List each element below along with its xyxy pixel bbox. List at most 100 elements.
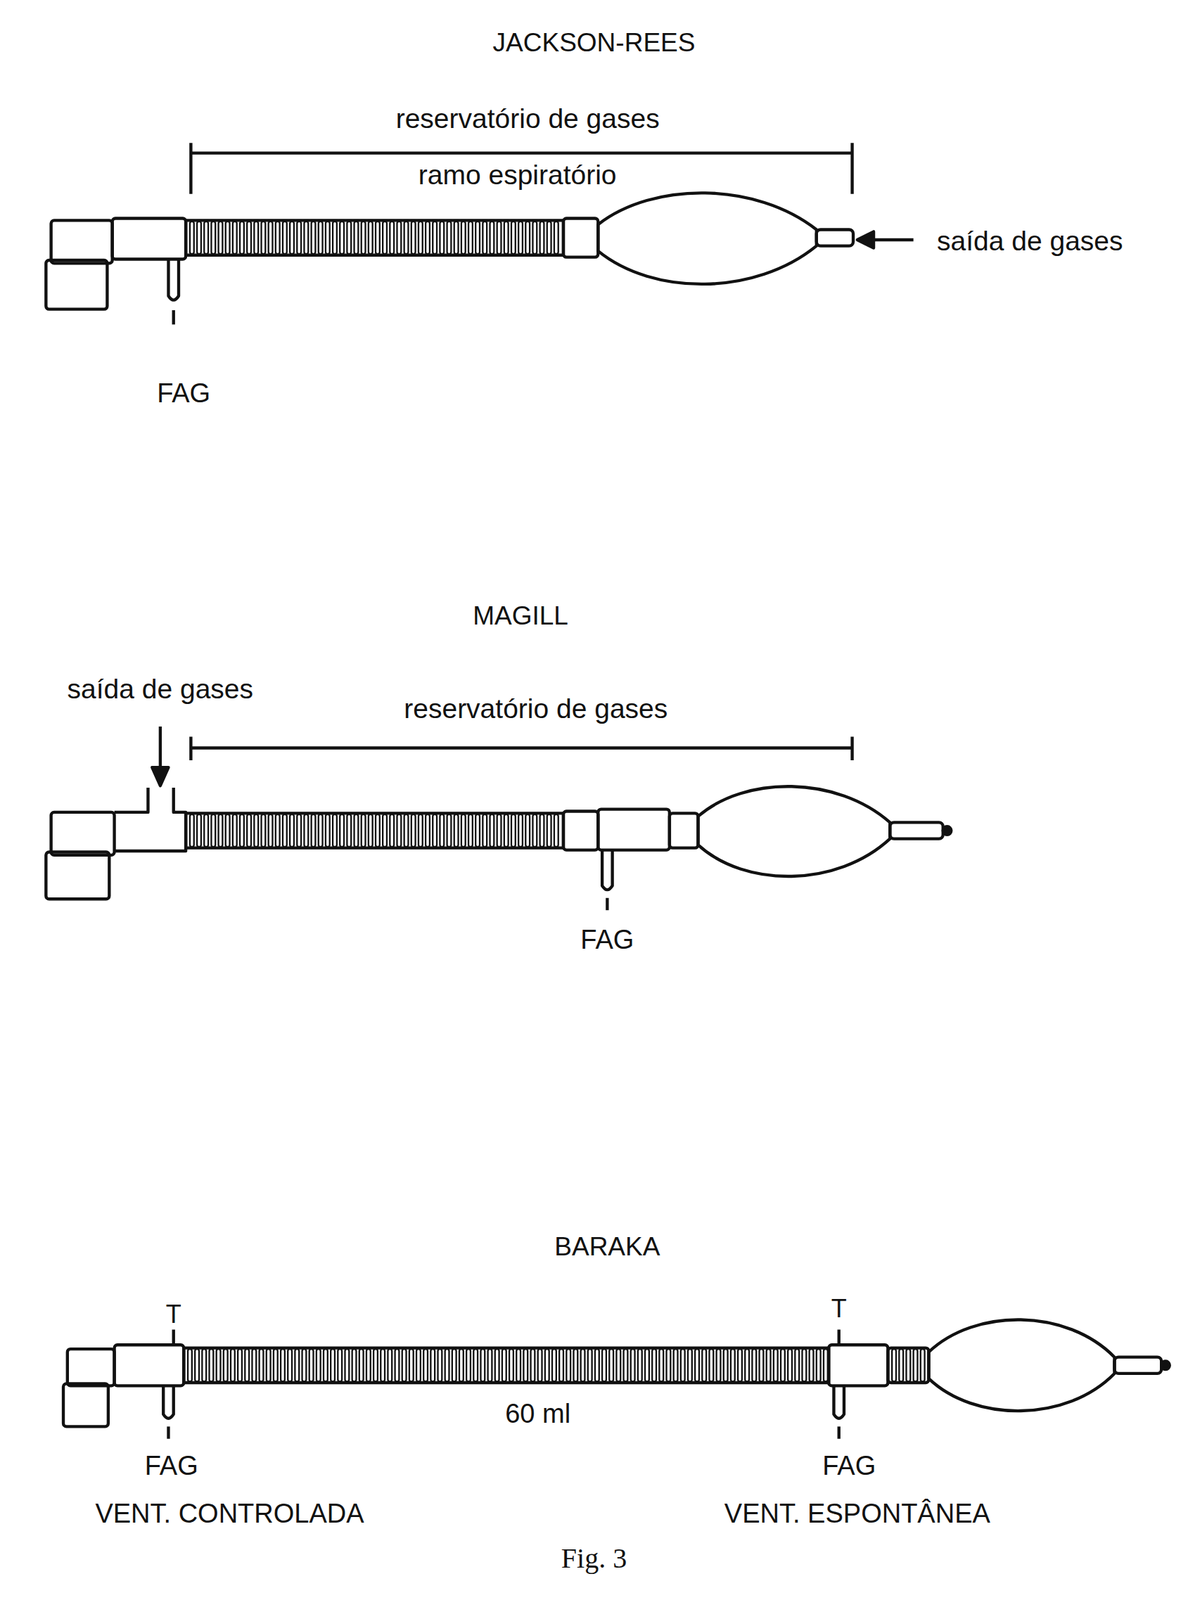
tube-rib [416, 1349, 421, 1382]
tube-rib [389, 221, 394, 254]
tube-rib [438, 1349, 443, 1382]
fresh-gas-port [163, 1385, 174, 1419]
tube-rib [454, 221, 459, 254]
tube-rib [497, 221, 502, 254]
tube-rib [232, 221, 238, 254]
tube-rib [445, 1349, 450, 1382]
t-piece [114, 1344, 185, 1386]
tube-rib [602, 1349, 607, 1382]
tube-rib [218, 221, 223, 254]
tube-rib [280, 1349, 285, 1382]
part-label: reservatório de gases [396, 103, 660, 136]
tube-rib [475, 221, 480, 254]
tube-rib [751, 1349, 757, 1382]
part-label: FAG [156, 378, 211, 410]
tube-rib [766, 1349, 771, 1382]
tube-rib [282, 814, 287, 847]
tube-rib [540, 814, 545, 847]
tube-rib [680, 1349, 686, 1382]
fresh-gas-port [833, 1385, 845, 1419]
tube-rib [194, 1349, 200, 1382]
tube-rib [266, 1349, 271, 1382]
tube-rib [316, 1349, 321, 1382]
fresh-gas-port [602, 850, 613, 891]
tube-rib [209, 1349, 214, 1382]
tube-rib [201, 1349, 207, 1382]
tube-rib [337, 1349, 342, 1382]
tube-rib [447, 814, 452, 847]
tube-rib [373, 1349, 378, 1382]
tube-rib [303, 814, 309, 847]
tube-rib [468, 221, 473, 254]
tube-rib [387, 1349, 392, 1382]
tube-rib [780, 1349, 785, 1382]
tube-rib [203, 221, 209, 254]
tube-rib [709, 1349, 714, 1382]
tube-rib [232, 814, 238, 847]
elbow-connector [45, 260, 107, 310]
tube-rib [218, 814, 223, 847]
magill-circuit [45, 726, 951, 911]
tube-ribs [189, 221, 559, 254]
tube-rib [389, 814, 394, 847]
tube-rib [268, 221, 273, 254]
tube-rib [580, 1349, 586, 1382]
tube-connector [563, 810, 598, 850]
tube-rib [532, 221, 537, 254]
tube-rib [516, 1349, 521, 1382]
tube-rib [211, 221, 216, 254]
tube-rib [773, 1349, 778, 1382]
bag-tail [889, 822, 943, 839]
bag-connector [563, 218, 598, 257]
tube-rib [475, 814, 480, 847]
tube-rib [490, 814, 495, 847]
tube-rib [311, 221, 316, 254]
tube-rib [452, 1349, 457, 1382]
tube-rib [409, 1349, 414, 1382]
tube-rib [225, 814, 231, 847]
tube-rib [275, 221, 280, 254]
corrugated-tube [185, 813, 564, 848]
part-label: ramo espiratório [418, 159, 617, 192]
tube-rib [239, 814, 245, 847]
dimension-label: 60 ml [505, 1399, 571, 1430]
tube-rib [246, 221, 252, 254]
tube-rib [488, 1349, 493, 1382]
circuit-title: BARAKA [554, 1232, 660, 1263]
tube-rib [411, 221, 416, 254]
tube-rib [473, 1349, 478, 1382]
tube-rib [346, 221, 351, 254]
tube-rib [418, 221, 423, 254]
tube-rib [787, 1349, 792, 1382]
tube-rib [432, 221, 437, 254]
tube-rib [261, 221, 266, 254]
tube-rib [532, 814, 537, 847]
tube-rib [525, 221, 530, 254]
tube-rib [809, 1349, 814, 1382]
tube-rib [573, 1349, 578, 1382]
tube-rib [225, 221, 231, 254]
tail-tip [1161, 1361, 1170, 1370]
tube-rib [354, 814, 359, 847]
tube-rib [759, 1349, 764, 1382]
tube-rib [211, 814, 216, 847]
tube-rib [559, 1349, 564, 1382]
tube-rib [253, 814, 259, 847]
leader-line [172, 310, 176, 325]
tube-rib [396, 814, 401, 847]
part-label: VENT. ESPONTÂNEA [724, 1498, 991, 1530]
tube-rib [518, 814, 523, 847]
figure-caption: Fig. 3 [561, 1542, 627, 1575]
tube-rib [294, 1349, 299, 1382]
reservoir-bag [928, 1320, 1115, 1412]
tube-rib [687, 1349, 693, 1382]
tube-rib [637, 1349, 643, 1382]
tube-rib [261, 814, 266, 847]
bag-tail [1114, 1357, 1162, 1374]
tube-rib [402, 1349, 407, 1382]
t-piece [828, 1344, 888, 1386]
tube-rib [432, 814, 437, 847]
tube-rib [609, 1349, 614, 1382]
baraka-circuit [63, 1320, 1170, 1440]
